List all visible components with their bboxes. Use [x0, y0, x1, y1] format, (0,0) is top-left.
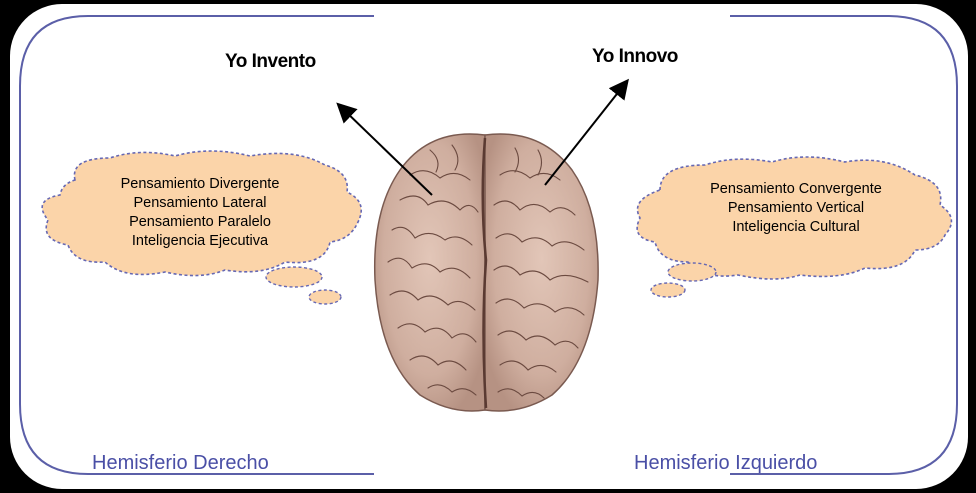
brain-gyri — [387, 144, 589, 399]
left-cloud-line: Pensamiento Paralelo — [129, 214, 271, 230]
left-cloud-line: Inteligencia Ejecutiva — [131, 233, 269, 249]
label-hemisferio-derecho: Hemisferio Derecho — [92, 452, 269, 474]
right-cloud-line: Inteligencia Cultural — [732, 219, 860, 235]
right-thought-cloud — [636, 156, 953, 298]
left-cloud-line: Pensamiento Divergente — [120, 176, 280, 192]
right-frame-line — [730, 15, 958, 475]
brain-fissure — [481, 137, 488, 409]
left-frame-line — [19, 15, 374, 475]
right-cloud-line: Pensamiento Convergente — [710, 181, 882, 197]
brain-illustration — [373, 133, 599, 412]
left-cloud-shape — [41, 150, 362, 277]
left-arrow — [336, 102, 433, 196]
left-cloud-bubble-large — [265, 266, 323, 288]
label-yo-invento: Yo Invento — [225, 51, 316, 72]
right-cloud-shape — [636, 156, 953, 280]
label-yo-innovo: Yo Innovo — [592, 46, 678, 67]
label-hemisferio-izquierdo: Hemisferio Izquierdo — [634, 452, 818, 474]
left-cloud-line: Pensamiento Lateral — [133, 195, 267, 211]
left-thought-cloud — [41, 150, 362, 305]
right-cloud-bubble-large — [667, 262, 717, 282]
left-cloud-bubble-small — [308, 289, 342, 305]
brain-right-hemisphere — [373, 133, 486, 412]
right-cloud-text: Pensamiento Convergente Pensamiento Vert… — [660, 180, 932, 237]
right-cloud-bubble-small — [650, 282, 686, 298]
right-arrow — [544, 78, 629, 186]
right-cloud-line: Pensamiento Vertical — [727, 200, 865, 216]
left-cloud-text: Pensamiento Divergente Pensamiento Later… — [70, 175, 330, 251]
